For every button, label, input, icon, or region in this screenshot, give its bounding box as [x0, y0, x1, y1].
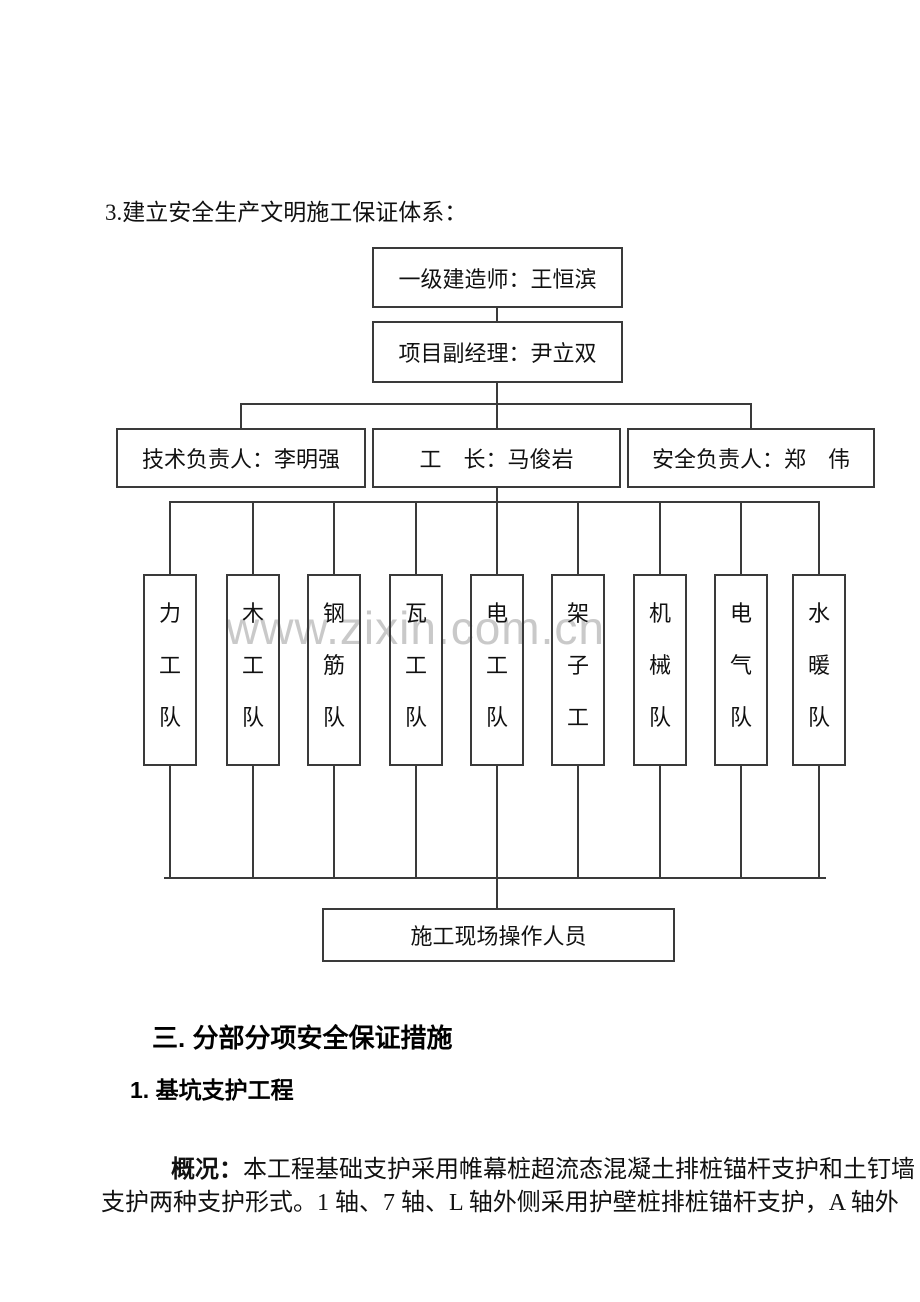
- connector-line: [577, 501, 579, 574]
- org-box-safety-lead: 安全负责人：郑 伟: [627, 428, 875, 488]
- connector-line: [240, 403, 242, 428]
- org-box-team-laborers: 力 工 队: [143, 574, 197, 766]
- connector-line: [740, 501, 742, 574]
- org-box-technical-lead: 技术负责人：李明强: [116, 428, 366, 488]
- connector-line: [659, 766, 661, 879]
- connector-line: [496, 877, 498, 908]
- section-title: 3.建立安全生产文明施工保证体系：: [105, 200, 468, 225]
- org-box-site-operators: 施工现场操作人员: [322, 908, 675, 962]
- connector-line: [164, 877, 826, 879]
- connector-line: [333, 501, 335, 574]
- connector-line: [659, 501, 661, 574]
- connector-line: [577, 766, 579, 879]
- connector-line: [252, 501, 254, 574]
- org-box-chief-constructor: 一级建造师：王恒滨: [372, 247, 623, 308]
- org-box-team-scaffolders: 架 子 工: [551, 574, 605, 766]
- org-box-team-electricians: 电 工 队: [470, 574, 524, 766]
- org-box-team-electrical: 电 气 队: [714, 574, 768, 766]
- heading-section-three: 三. 分部分项安全保证措施: [152, 1023, 453, 1053]
- connector-line: [750, 403, 752, 428]
- org-box-deputy-manager: 项目副经理：尹立双: [372, 321, 623, 383]
- connector-line: [496, 501, 498, 574]
- org-box-team-carpenters: 木 工 队: [226, 574, 280, 766]
- connector-line: [415, 766, 417, 879]
- paragraph-line-1: 概况：本工程基础支护采用帷幕桩超流态混凝土排桩锚杆支护和土钉墙: [147, 1122, 915, 1211]
- watermark-text: www.zixin.com.cn: [226, 602, 605, 654]
- connector-line: [252, 766, 254, 879]
- paragraph-text-1: 本工程基础支护采用帷幕桩超流态混凝土排桩锚杆支护和土钉墙: [243, 1157, 915, 1183]
- connector-line: [415, 501, 417, 574]
- connector-line: [818, 501, 820, 574]
- connector-line: [169, 501, 171, 574]
- org-box-team-rebar: 钢 筋 队: [307, 574, 361, 766]
- connector-line: [169, 501, 820, 503]
- connector-line: [496, 766, 498, 879]
- connector-line: [496, 383, 498, 404]
- connector-line: [818, 766, 820, 879]
- paragraph-line-2: 支护两种支护形式。1 轴、7 轴、L 轴外侧采用护壁桩排桩锚杆支护，A 轴外: [101, 1190, 899, 1216]
- connector-line: [333, 766, 335, 879]
- org-box-team-machinery: 机 械 队: [633, 574, 687, 766]
- connector-line: [496, 488, 498, 502]
- org-box-team-plumbing: 水 暖 队: [792, 574, 846, 766]
- org-box-foreman: 工 长：马俊岩: [372, 428, 621, 488]
- connector-line: [740, 766, 742, 879]
- connector-line: [496, 403, 498, 428]
- org-box-team-masons: 瓦 工 队: [389, 574, 443, 766]
- connector-line: [169, 766, 171, 879]
- heading-pit-support: 1. 基坑支护工程: [130, 1077, 294, 1103]
- connector-line: [496, 308, 498, 321]
- paragraph-label: 概况：: [171, 1157, 243, 1183]
